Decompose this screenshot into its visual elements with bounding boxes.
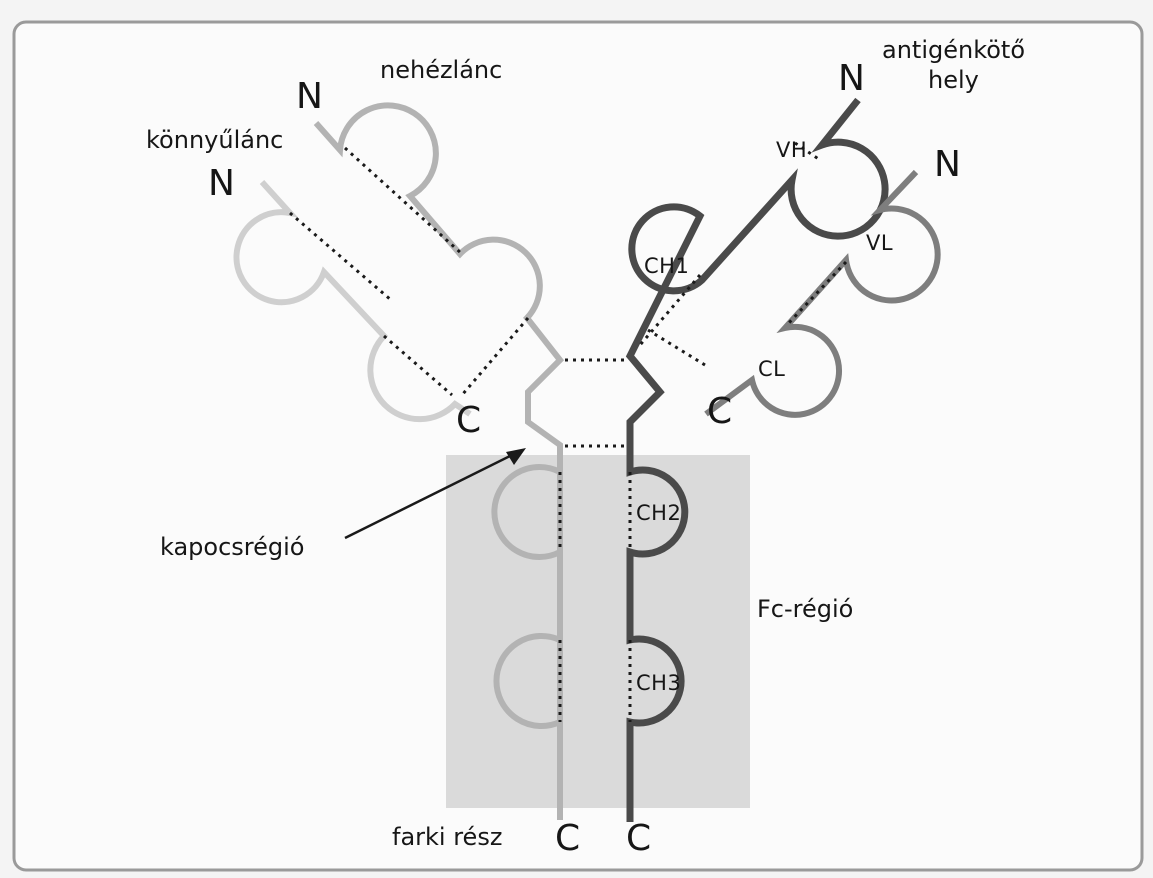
n-terminus-heavy-left: N: [296, 76, 323, 117]
hinge-label: kapocsrégió: [160, 533, 305, 561]
c-terminus-light-left: C: [456, 400, 481, 441]
n-terminus-light-right: N: [934, 144, 961, 185]
n-terminus-heavy-right: N: [838, 58, 865, 99]
antigen-site-label-line2: hely: [928, 66, 979, 94]
domain-ch1-label: CH1: [644, 254, 689, 278]
tail-label: farki rész: [392, 823, 502, 851]
domain-ch2-label: CH2: [636, 501, 681, 525]
c-terminus-heavy-left: C: [555, 818, 580, 859]
antigen-site-label-line1: antigénkötő: [882, 36, 1025, 64]
domain-cl-label: CL: [758, 357, 785, 381]
hinge-arrow-head: [506, 448, 526, 465]
light-chain-label: könnyűlánc: [146, 126, 283, 154]
domain-vl-label: VL: [866, 231, 893, 255]
heavy-chain-right: [625, 97, 889, 822]
hinge-arrow-line: [344, 453, 513, 540]
domain-vh-label: VH: [776, 138, 807, 162]
light-chain-left: [233, 179, 472, 423]
ch3-left-loop: [493, 633, 562, 729]
light-chain-right: [704, 169, 941, 418]
domain-ch3-label: CH3: [636, 671, 681, 695]
heavy-chain-left: [313, 102, 565, 820]
c-terminus-heavy-right: C: [626, 818, 651, 859]
c-terminus-light-right: C: [707, 391, 732, 432]
n-terminus-light-left: N: [208, 163, 235, 204]
ch2-left-loop: [491, 464, 562, 560]
fc-region-label: Fc-régió: [757, 595, 853, 623]
dotted-links: [289, 141, 848, 722]
heavy-chain-label: nehézlánc: [380, 56, 502, 84]
